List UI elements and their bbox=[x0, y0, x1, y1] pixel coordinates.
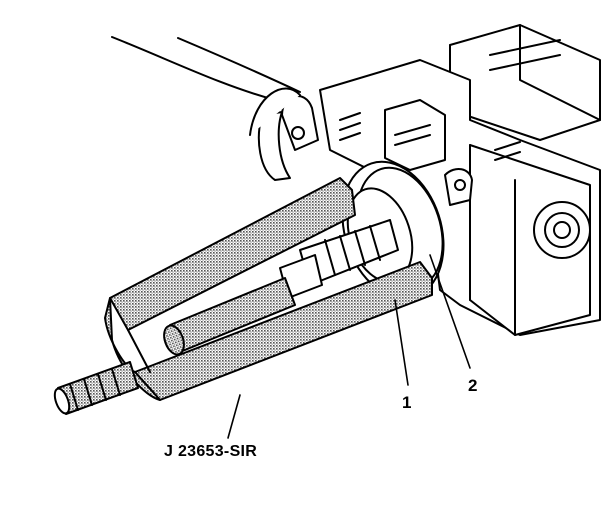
leader-line-1 bbox=[394, 299, 409, 386]
column-housing bbox=[249, 24, 601, 336]
wire-lines bbox=[111, 36, 301, 101]
callout-1: 1 bbox=[402, 393, 412, 412]
leader-line-tool bbox=[227, 394, 241, 439]
leader-line-2 bbox=[429, 254, 471, 369]
callout-2: 2 bbox=[468, 376, 478, 395]
tool-label: J 23653-SIR bbox=[164, 443, 258, 460]
puller-tool bbox=[53, 177, 433, 415]
leader-lines bbox=[227, 254, 471, 439]
steering-shaft bbox=[163, 219, 399, 356]
